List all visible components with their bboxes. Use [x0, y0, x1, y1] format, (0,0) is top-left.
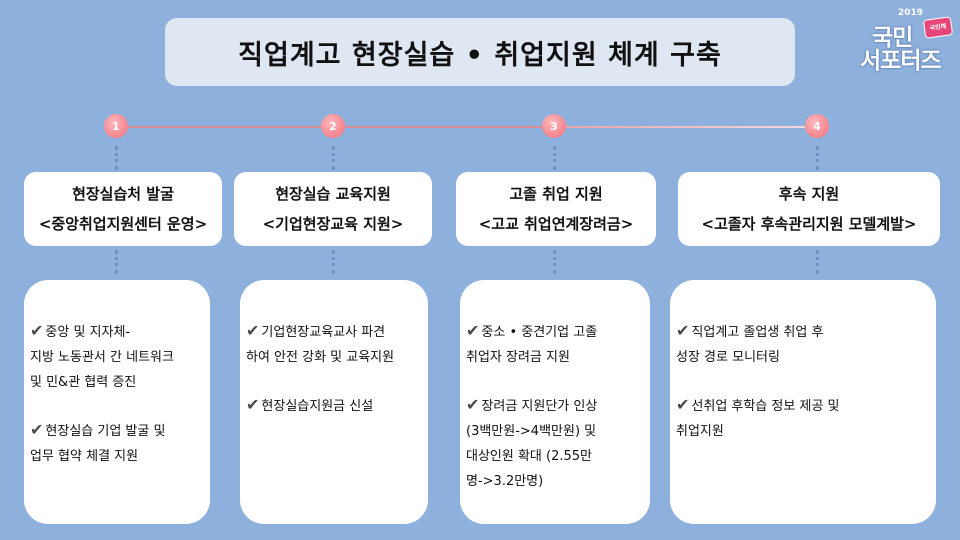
check-icon: ✔ [246, 395, 260, 414]
title-banner: 직업계고 현장실습 • 취업지원 체계 구축 [165, 18, 795, 86]
connector-dots [816, 146, 819, 170]
item-line: 하여 안전 강화 및 교육지원 [246, 350, 395, 365]
check-icon: ✔ [676, 395, 690, 414]
item-line: (3백만원->4백만원) 및 [466, 424, 597, 439]
step-title: 고졸 취업 지원 [509, 185, 603, 203]
connector-dots [816, 250, 819, 274]
item-line: 명->3.2만명) [466, 474, 544, 489]
logo-line2: 서포터즈 [860, 48, 942, 74]
connector-dots [332, 146, 335, 170]
step-title: 후속 지원 [778, 185, 840, 203]
item-line: 중앙 및 지자체- [45, 325, 131, 340]
step-marker-2: 2 [321, 114, 345, 138]
check-icon: ✔ [466, 321, 480, 340]
item-line: 지방 노동관서 간 네트워크 [30, 350, 174, 365]
item-line: 장려금 지원단가 인상 [481, 399, 598, 414]
connector-dots [332, 250, 335, 274]
step-header-1: 현장실습처 발굴 <중앙취업지원센터 운영> [24, 172, 222, 246]
connector-dots [553, 146, 556, 170]
step-title: 현장실습 교육지원 [275, 185, 391, 203]
step-marker-1: 1 [104, 114, 128, 138]
step-marker-3: 3 [542, 114, 566, 138]
item-line: 대상인원 확대 (2.55만 [466, 449, 593, 464]
timeline-fade [555, 126, 817, 128]
item-line: 성장 경로 모니터링 [676, 350, 780, 365]
check-icon: ✔ [30, 420, 44, 439]
item-line: 기업현장교육교사 파견 [261, 325, 386, 340]
connector-dots [115, 146, 118, 170]
supporters-logo: 2019 국민해 국민 서포터즈 [856, 8, 954, 74]
step-subtitle: <중앙취업지원센터 운영> [38, 215, 208, 233]
step-marker-4: 4 [805, 114, 829, 138]
step-header-2: 현장실습 교육지원 <기업현장교육 지원> [234, 172, 432, 246]
step-subtitle: <고교 취업연계장려금> [478, 215, 634, 233]
check-icon: ✔ [30, 321, 44, 340]
logo-year: 2019 [898, 8, 924, 18]
logo-badge-text: 국민해 [929, 22, 947, 33]
item-line: 중소 • 중견기업 고졸 [481, 325, 598, 340]
logo-badge: 국민해 [922, 16, 954, 39]
timeline-line [115, 126, 817, 128]
item-line: 업무 협약 체결 지원 [30, 449, 139, 464]
check-icon: ✔ [676, 321, 690, 340]
item-line: 현장실습지원금 신설 [261, 399, 374, 414]
step-header-4: 후속 지원 <고졸자 후속관리지원 모델계발> [678, 172, 940, 246]
item-line: 및 민&관 협력 증진 [30, 375, 137, 390]
step-subtitle: <고졸자 후속관리지원 모델계발> [701, 215, 917, 233]
item-line: 현장실습 기업 발굴 및 [45, 424, 166, 439]
item-line: 선취업 후학습 정보 제공 및 [691, 399, 840, 414]
connector-dots [115, 250, 118, 274]
page-title: 직업계고 현장실습 • 취업지원 체계 구축 [238, 39, 722, 71]
step-title: 현장실습처 발굴 [72, 185, 174, 203]
connector-dots [553, 250, 556, 274]
step-header-3: 고졸 취업 지원 <고교 취업연계장려금> [456, 172, 656, 246]
check-icon: ✔ [246, 321, 260, 340]
list-item: ✔현장실습지원금 신설 [246, 392, 422, 419]
item-line: 취업지원 [676, 424, 724, 439]
logo-line1: 국민 [872, 25, 913, 51]
step-subtitle: <기업현장교육 지원> [262, 215, 404, 233]
check-icon: ✔ [466, 395, 480, 414]
item-line: 직업계고 졸업생 취업 후 [691, 325, 824, 340]
item-line: 취업자 장려금 지원 [466, 350, 570, 365]
